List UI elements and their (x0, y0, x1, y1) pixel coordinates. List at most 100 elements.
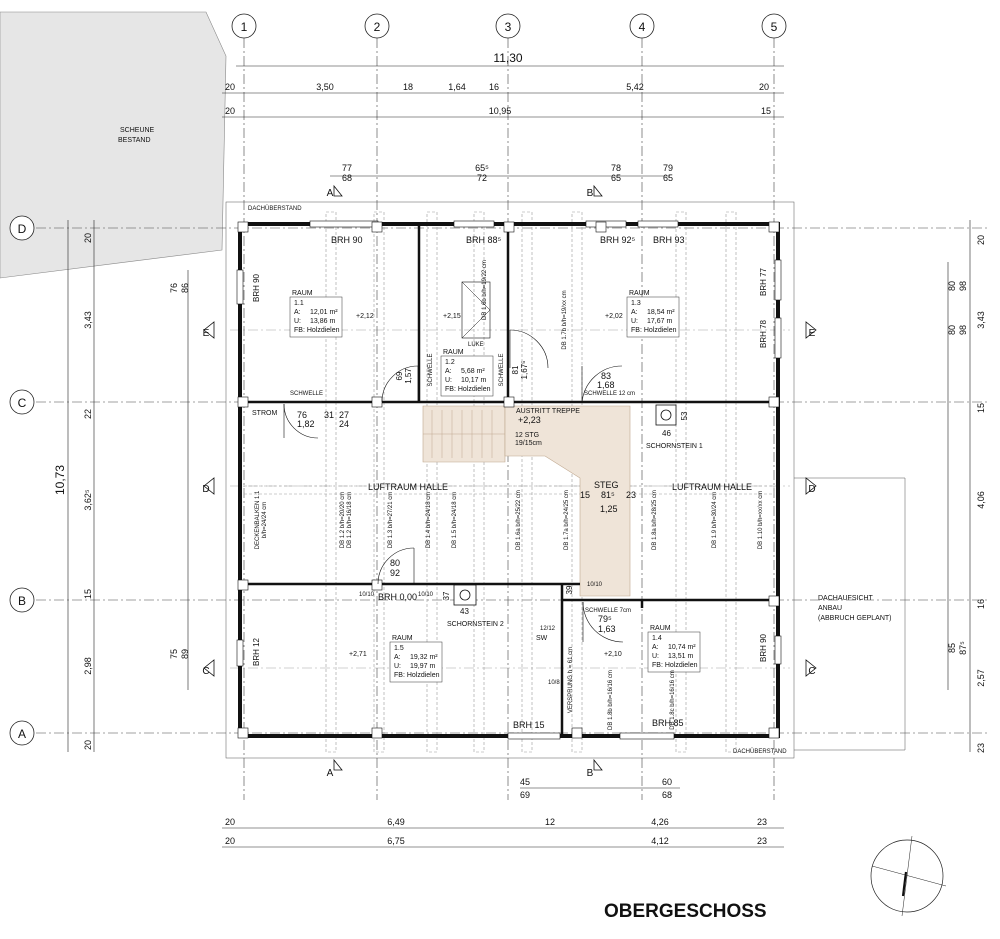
annex-label-2: ANBAU (818, 605, 842, 612)
svg-text:10/10: 10/10 (418, 592, 434, 598)
svg-text:RAUM: RAUM (443, 349, 464, 356)
svg-text:DB 1.7a b/h=24/25 cm: DB 1.7a b/h=24/25 cm (564, 490, 570, 550)
opening-dimensions: 69 1,57 81 1,67⁵ 83 1,68 76 1,82 31 27 2… (297, 361, 689, 634)
svg-text:U:: U: (652, 653, 659, 660)
svg-text:76: 76 (297, 410, 307, 420)
svg-text:DB 1.10 b/h=xx/xx cm: DB 1.10 b/h=xx/xx cm (758, 491, 764, 550)
left-dimensions: 10,73 20 3,43 22 3,62⁵ 15 2,98 20 76 86 … (53, 220, 190, 752)
svg-text:13,51 m: 13,51 m (668, 653, 693, 660)
svg-text:72: 72 (477, 173, 487, 183)
brh-labels: BRH 90 BRH 88⁵ BRH 92⁵ BRH 93 BRH 90 BRH… (252, 235, 768, 730)
svg-text:81: 81 (511, 365, 520, 374)
threshold-label-4: SCHWELLE (428, 353, 434, 386)
svg-text:3,62⁵: 3,62⁵ (83, 489, 93, 511)
svg-text:1,68: 1,68 (597, 380, 615, 390)
svg-text:DB 1.7b b/h=19/xx cm: DB 1.7b b/h=19/xx cm (562, 290, 568, 349)
threshold-label-1: SCHWELLE (290, 391, 323, 397)
room-stamp-1-5: RAUM 1.5 A:19,32 m² U:19,97 m FB: Holzdi… (389, 635, 443, 683)
svg-text:RAUM: RAUM (292, 290, 313, 297)
svg-text:DB 1.8c b/h=16/16 cm: DB 1.8c b/h=16/16 cm (670, 670, 676, 730)
svg-text:C: C (808, 666, 815, 677)
svg-text:B: B (587, 188, 594, 199)
svg-text:3,43: 3,43 (83, 311, 93, 329)
right-dimensions: 20 3,43 15 4,06 16 2,57 23 80 98 80 98 8… (947, 220, 986, 753)
svg-text:BRH 77: BRH 77 (759, 267, 768, 296)
svg-text:BRH 12: BRH 12 (252, 637, 261, 666)
svg-text:76: 76 (169, 283, 179, 293)
svg-text:D: D (202, 484, 209, 495)
svg-text:BRH 85: BRH 85 (652, 718, 684, 728)
hatch-label: LUKE (468, 342, 484, 348)
bottom-dimensions: 45 69 60 68 20 6,49 12 4,26 23 20 6,75 4… (222, 777, 784, 848)
bridge-label: STEG (594, 480, 619, 490)
power-label: STROM (252, 410, 277, 417)
overhang-label-top: DACHÜBERSTAND (248, 205, 302, 212)
svg-text:BRH 93: BRH 93 (653, 235, 685, 245)
room-stamp-1-2: RAUM 1.2 A:5,68 m² U:10,17 m FB: Holzdie… (440, 349, 494, 397)
svg-text:DB 1.2 b/h=16/18 cm: DB 1.2 b/h=16/18 cm (347, 492, 353, 549)
svg-text:4,06: 4,06 (976, 491, 986, 509)
stair-exit-label: AUSTRITT TREPPE (516, 408, 580, 415)
svg-text:15: 15 (761, 106, 771, 116)
stair-steps-label-2: 19/15cm (515, 440, 542, 447)
annex-outline (794, 477, 906, 751)
level-markers: +2,12 +2,15 +2,02 +2,71 +2,10 (349, 313, 623, 658)
svg-text:20: 20 (83, 740, 93, 750)
svg-text:A:: A: (394, 654, 401, 661)
svg-text:10,73: 10,73 (53, 465, 67, 495)
svg-text:1.5: 1.5 (394, 645, 404, 652)
svg-text:DB 1.8b b/h=16/16 cm: DB 1.8b b/h=16/16 cm (608, 670, 614, 730)
svg-text:23: 23 (757, 836, 767, 846)
svg-text:U:: U: (631, 318, 638, 325)
svg-text:U:: U: (445, 377, 452, 384)
offset-label: VERSPRUNG h = 61 cm (568, 647, 574, 713)
page-title: OBERGESCHOSS (604, 901, 767, 922)
svg-text:78: 78 (611, 163, 621, 173)
svg-text:BRH 92⁵: BRH 92⁵ (600, 235, 636, 245)
bridge-dim-1: 81⁵ (601, 490, 615, 500)
svg-text:BRH 88⁵: BRH 88⁵ (466, 235, 502, 245)
svg-text:RAUM: RAUM (650, 625, 671, 632)
svg-text:39: 39 (565, 585, 574, 594)
svg-text:46: 46 (662, 429, 671, 438)
svg-text:3,50: 3,50 (316, 82, 334, 92)
svg-text:20: 20 (83, 233, 93, 243)
svg-text:FB: Holzdielen: FB: Holzdielen (445, 386, 491, 393)
bridge-steg (504, 405, 631, 597)
svg-text:RAUM: RAUM (629, 290, 650, 297)
svg-text:+2,10: +2,10 (604, 651, 622, 658)
svg-text:+2,02: +2,02 (605, 313, 623, 320)
svg-text:A:: A: (631, 309, 638, 316)
svg-text:1,57: 1,57 (404, 368, 413, 384)
svg-text:23: 23 (757, 817, 767, 827)
roof-overhang-outline (225, 201, 795, 759)
svg-text:FB: Holzdielen: FB: Holzdielen (294, 327, 340, 334)
svg-text:BRH 90: BRH 90 (331, 235, 363, 245)
svg-text:DB 1.9 b/h=30/24 cm: DB 1.9 b/h=30/24 cm (712, 492, 718, 549)
svg-text:13,86 m: 13,86 m (310, 318, 335, 325)
svg-text:1.3: 1.3 (631, 300, 641, 307)
barn-status-label: BESTAND (118, 137, 151, 144)
svg-text:10,74 m²: 10,74 m² (668, 644, 696, 651)
hatch-luke (461, 281, 491, 339)
svg-text:17,67 m: 17,67 m (647, 318, 672, 325)
svg-text:15: 15 (83, 589, 93, 599)
svg-text:U:: U: (394, 663, 401, 670)
svg-text:6,75: 6,75 (387, 836, 405, 846)
svg-text:43: 43 (460, 607, 469, 616)
sw-label: SW (536, 635, 548, 642)
door-swings (283, 329, 624, 643)
chimney-2 (453, 584, 477, 606)
ceiling-beam-size: b/h=24/24 cm (262, 502, 268, 539)
svg-text:69: 69 (520, 790, 530, 800)
svg-text:5: 5 (771, 20, 778, 34)
svg-text:75: 75 (169, 649, 179, 659)
svg-text:20: 20 (759, 82, 769, 92)
svg-text:10,17 m: 10,17 m (461, 377, 486, 384)
svg-text:79⁵: 79⁵ (598, 614, 612, 624)
annex-label-3: (ABBRUCH GEPLANT) (818, 615, 892, 622)
svg-text:4,26: 4,26 (651, 817, 669, 827)
svg-text:FB: Holzdielen: FB: Holzdielen (394, 672, 440, 679)
svg-text:A:: A: (652, 644, 659, 651)
svg-text:6,49: 6,49 (387, 817, 405, 827)
